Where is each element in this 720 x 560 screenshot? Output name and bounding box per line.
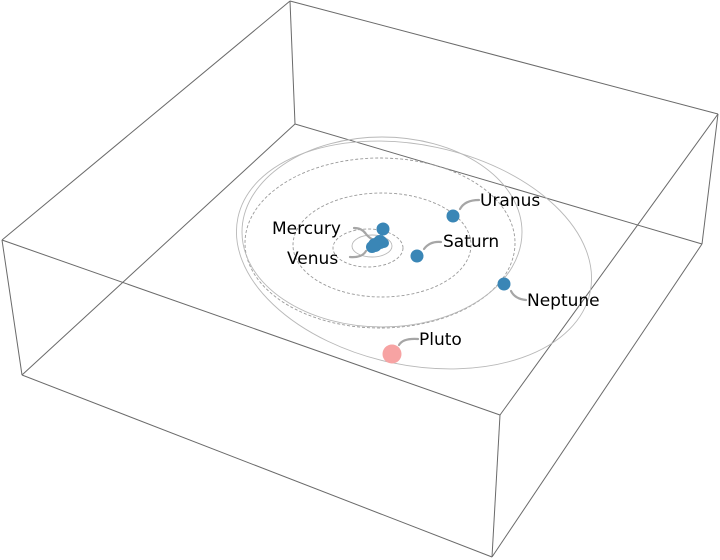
box-edge bbox=[491, 414, 501, 558]
label-leaders bbox=[348, 198, 528, 347]
mercury-label-leader bbox=[352, 226, 376, 242]
box-edge bbox=[294, 123, 703, 245]
orbit-neptune bbox=[241, 136, 523, 328]
orbit-inner bbox=[351, 234, 393, 258]
pluto-label-leader bbox=[397, 337, 420, 347]
neptune-label: Neptune bbox=[527, 291, 600, 311]
pluto-label: Pluto bbox=[419, 330, 462, 350]
box-edge bbox=[701, 113, 719, 245]
mars-marker[interactable] bbox=[366, 241, 378, 253]
box-edge bbox=[21, 123, 296, 376]
neptune-label-leader bbox=[509, 289, 528, 302]
box-edge bbox=[1, 0, 291, 241]
box-edge bbox=[289, 0, 296, 125]
saturn-label-leader bbox=[422, 240, 443, 251]
pluto-marker[interactable] bbox=[382, 344, 402, 364]
box-edge bbox=[1, 239, 501, 416]
uranus-label: Uranus bbox=[480, 191, 540, 211]
box-edge bbox=[21, 374, 493, 558]
uranus-label-leader bbox=[458, 198, 481, 211]
orbit-jupiter bbox=[332, 228, 404, 268]
box-edge bbox=[1, 239, 23, 376]
mercury-marker[interactable] bbox=[376, 222, 390, 236]
box-edge bbox=[289, 0, 719, 115]
saturn-label: Saturn bbox=[443, 232, 499, 252]
box-edge bbox=[491, 243, 703, 558]
jupiter-marker[interactable] bbox=[379, 238, 389, 248]
venus-label: Venus bbox=[287, 249, 338, 269]
orbit-uranus bbox=[244, 157, 516, 329]
saturn-marker[interactable] bbox=[410, 249, 424, 263]
mercury-label: Mercury bbox=[272, 219, 341, 239]
neptune-marker[interactable] bbox=[497, 277, 511, 291]
uranus-marker[interactable] bbox=[446, 209, 460, 223]
venus-label-leader bbox=[348, 249, 368, 259]
orbit-saturn bbox=[292, 192, 472, 298]
box-edge bbox=[499, 113, 719, 416]
planets bbox=[366, 209, 511, 364]
